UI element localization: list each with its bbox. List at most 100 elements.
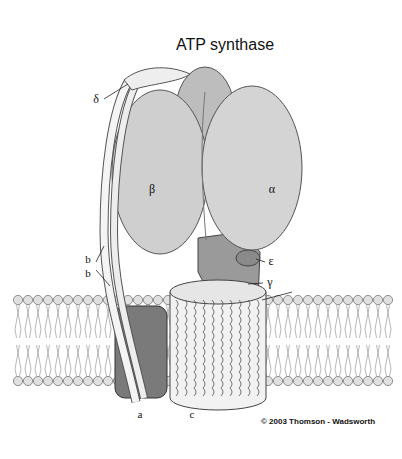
- subunit-label: δ: [93, 93, 99, 106]
- leader-line: [96, 246, 104, 262]
- c-ring-body: [170, 292, 266, 410]
- epsilon-subunit: [236, 250, 260, 266]
- lipid-head: [73, 295, 82, 304]
- leader-line: [256, 259, 265, 262]
- lipid-tail: [15, 345, 21, 376]
- lobe-seam: [202, 92, 206, 240]
- lipid-tail: [345, 305, 351, 338]
- lipid-head: [383, 376, 392, 385]
- lipid-tail: [75, 305, 81, 338]
- lipid-tail: [15, 305, 21, 338]
- lipid-head: [23, 376, 32, 385]
- c-ring: [170, 280, 266, 410]
- c-helix: [185, 300, 187, 396]
- lipid-tail: [55, 305, 61, 338]
- lipid-head: [373, 376, 382, 385]
- lipid-tail: [355, 305, 361, 338]
- lipid-tail: [85, 345, 91, 376]
- leader-line: [96, 270, 110, 286]
- diagram-title: ATP synthase: [176, 36, 274, 54]
- lipid-tail: [325, 305, 331, 338]
- copyright-notice: © 2003 Thomson - Wadsworth: [261, 418, 375, 427]
- lipid-tail: [75, 345, 81, 376]
- c-helix: [176, 300, 178, 396]
- lipid-tail: [365, 345, 371, 376]
- lipid-tail: [375, 345, 381, 376]
- lipid-tail: [25, 345, 31, 376]
- c-helix: [203, 300, 205, 396]
- c-helix: [239, 300, 241, 396]
- lipid-tail: [35, 345, 41, 376]
- c-helix: [212, 300, 214, 396]
- lipid-tail: [315, 345, 321, 376]
- lipid-head: [293, 295, 302, 304]
- lipid-tail: [65, 305, 71, 338]
- lipid-head: [353, 295, 362, 304]
- lipid-head: [323, 376, 332, 385]
- subunit-label: α: [269, 183, 275, 196]
- lipid-head: [63, 295, 72, 304]
- lipid-head: [143, 295, 152, 304]
- lipid-head: [353, 376, 362, 385]
- lipid-head: [153, 295, 162, 304]
- lipid-head: [323, 295, 332, 304]
- lipid-head: [363, 295, 372, 304]
- lipid-tail: [65, 345, 71, 376]
- lipid-head: [133, 295, 142, 304]
- lipid-head: [53, 376, 62, 385]
- c-helix: [257, 300, 259, 396]
- lipid-tail: [45, 345, 51, 376]
- lipid-head: [333, 376, 342, 385]
- lipid-head: [33, 376, 42, 385]
- subunit-label: β: [149, 183, 155, 196]
- lipid-head: [33, 295, 42, 304]
- b-stalk-outline: [114, 84, 144, 398]
- lipid-head: [313, 295, 322, 304]
- lipid-tail: [285, 305, 291, 338]
- lipid-head: [343, 376, 352, 385]
- c-helix: [248, 300, 250, 396]
- lipid-tail: [105, 345, 111, 376]
- lipid-tail: [305, 305, 311, 338]
- lipid-tail: [275, 305, 281, 338]
- subunit-label: ε: [268, 255, 273, 268]
- c-ring-top: [170, 280, 266, 304]
- b-stalk: [114, 84, 144, 398]
- lipid-head: [43, 376, 52, 385]
- lipid-head: [103, 376, 112, 385]
- leader-line: [262, 292, 292, 300]
- lipid-tail: [25, 305, 31, 338]
- lipid-head: [313, 376, 322, 385]
- lipid-tail: [275, 345, 281, 376]
- lipid-tail: [345, 345, 351, 376]
- lipid-tail: [295, 345, 301, 376]
- lipid-head: [53, 295, 62, 304]
- lipid-tail: [95, 305, 101, 338]
- lipid-head: [273, 376, 282, 385]
- lipid-head: [13, 295, 22, 304]
- lipid-tail: [55, 345, 61, 376]
- lipid-tail: [295, 305, 301, 338]
- lipid-head: [283, 376, 292, 385]
- alpha-subunit: [202, 86, 302, 250]
- lipid-head: [13, 376, 22, 385]
- lipid-head: [93, 295, 102, 304]
- lipid-tail: [45, 305, 51, 338]
- lipid-tail: [285, 345, 291, 376]
- lipid-tail: [305, 345, 311, 376]
- lipid-head: [293, 376, 302, 385]
- lipid-head: [333, 295, 342, 304]
- leader-lines: [96, 84, 292, 300]
- lipid-tail: [95, 345, 101, 376]
- c-helix: [194, 300, 196, 396]
- lipid-tail: [335, 305, 341, 338]
- lipid-head: [43, 295, 52, 304]
- lipid-head: [83, 295, 92, 304]
- subunit-label: b: [85, 253, 91, 265]
- c-helix: [230, 300, 232, 396]
- lipid-tail: [325, 345, 331, 376]
- leader-line: [104, 84, 128, 99]
- lipid-head: [373, 295, 382, 304]
